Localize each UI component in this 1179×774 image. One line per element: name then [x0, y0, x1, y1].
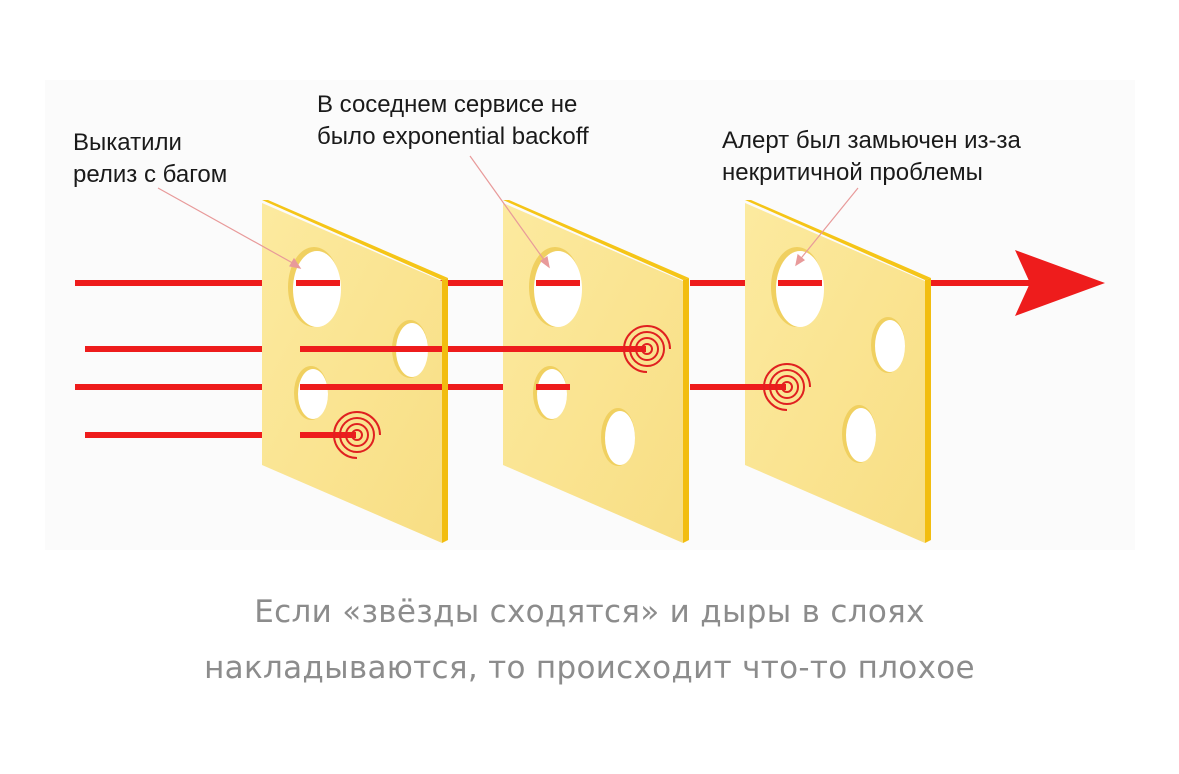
leader-release-bug [157, 187, 299, 267]
slice-1-top-edge [262, 200, 448, 280]
cheese-slice-3 [745, 200, 931, 543]
annotation-leaders [157, 155, 859, 269]
spiral-icon [763, 363, 811, 411]
annotation-alert-muted-line-2: некритичной проблемы [722, 159, 983, 186]
slice-3-hole-low-inner [846, 408, 876, 462]
caption: Если «звёзды сходятся» и дыры в слоях на… [0, 584, 1179, 696]
slice-1-holes [288, 247, 428, 420]
threat-lines-through-slice-2 [503, 280, 671, 390]
slice-3-side-edge [925, 278, 931, 543]
leader-release-bug-tip [289, 257, 302, 269]
annotation-release-bug-line-2: релиз с багом [73, 161, 228, 188]
annotation-no-backoff-line-1: В соседнем сервисе не [317, 91, 578, 118]
leader-no-backoff-tip [539, 256, 550, 269]
slice-2-hole-large-inner [534, 251, 582, 327]
annotation-release-bug: Выкатили релиз с багом [73, 127, 227, 191]
cheese-slice-1 [262, 200, 448, 543]
spiral-icon [623, 325, 671, 373]
slice-2-holes [529, 247, 635, 466]
leader-alert-muted [797, 187, 859, 263]
cheese-slice-2 [503, 200, 689, 543]
slice-3-hole-right-inner [875, 320, 905, 372]
spiral-icon [333, 411, 381, 459]
leader-alert-muted-tip [795, 253, 806, 267]
leader-no-backoff [469, 155, 548, 265]
slice-3-hole-large-inner [776, 251, 824, 327]
slice-2-top-edge [503, 200, 689, 280]
annotation-alert-muted: Алерт был замьючен из-за некритичной про… [722, 125, 1021, 189]
annotation-no-backoff: В соседнем сервисе не было exponential b… [317, 89, 589, 153]
slice-1-side-edge [442, 278, 448, 543]
slice-3-top-edge [745, 200, 931, 280]
slice-1-hole-small-inner [298, 369, 328, 419]
arrowhead-icon [1015, 250, 1105, 316]
annotation-no-backoff-line-2: было exponential backoff [317, 123, 589, 150]
slice-3-holes [771, 247, 905, 463]
slice-2-side-edge [683, 278, 689, 543]
threat-lines-through-slice-1 [296, 280, 442, 459]
slice-2-hole-low-inner [605, 411, 635, 465]
annotation-alert-muted-line-1: Алерт был замьючен из-за [722, 127, 1021, 154]
caption-line-2: накладываются, то происходит что-то плох… [204, 650, 975, 686]
slice-1-hole-large-inner [293, 251, 341, 327]
caption-line-1: Если «звёзды сходятся» и дыры в слоях [254, 594, 925, 630]
threat-lines-through-slice-3 [745, 250, 1105, 411]
slice-2-hole-mid-inner [537, 369, 567, 419]
annotation-release-bug-line-1: Выкатили [73, 129, 182, 156]
